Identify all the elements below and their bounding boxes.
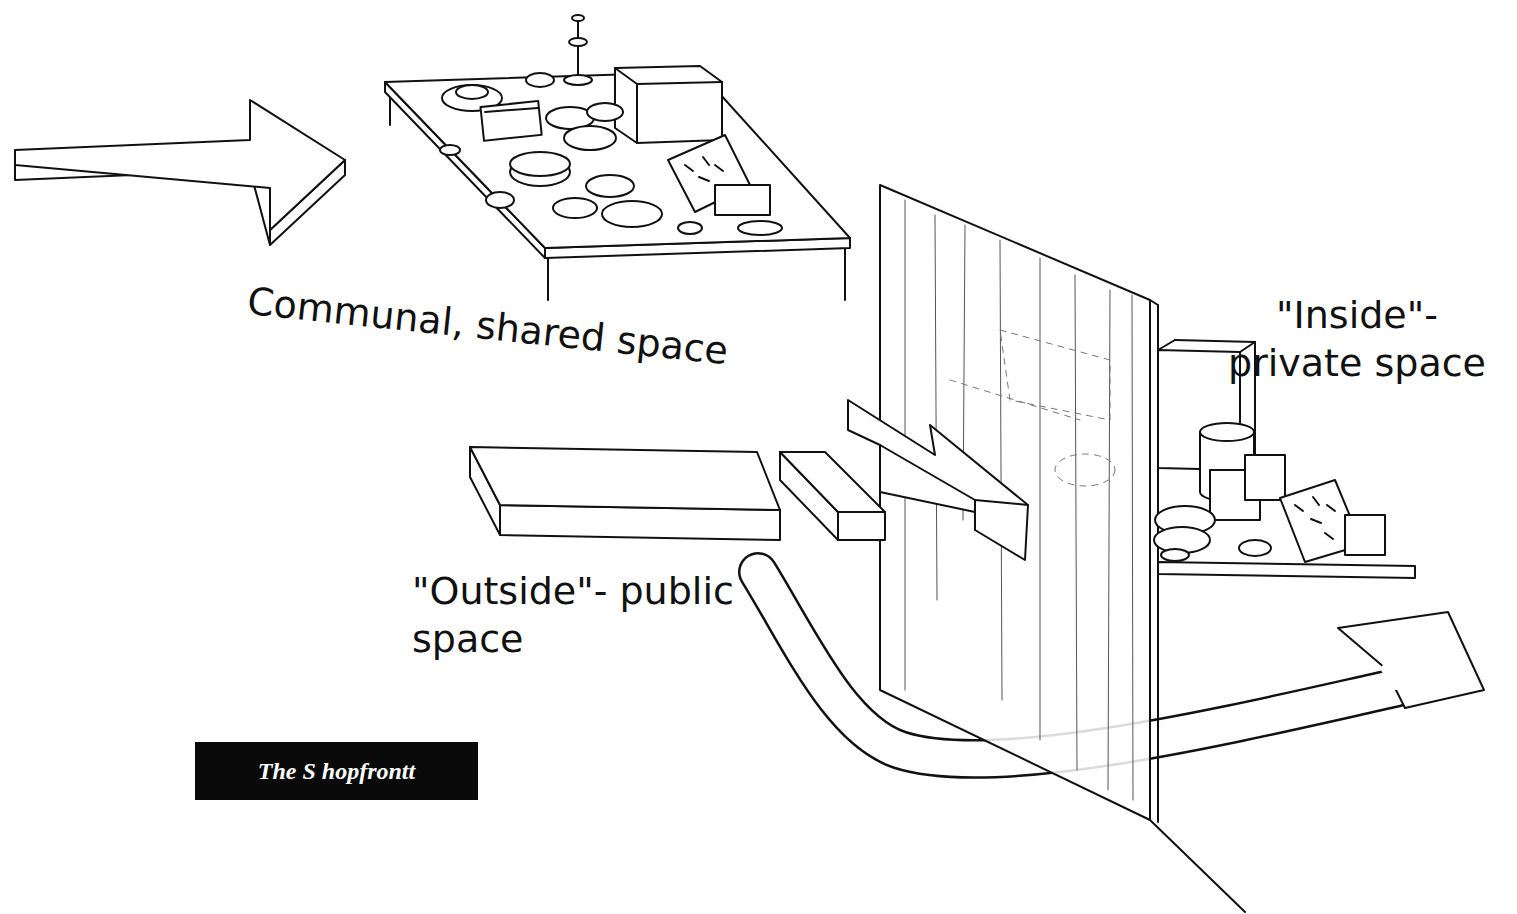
shopfront-wall xyxy=(880,185,1245,912)
caption-box: The S hopfrontt xyxy=(195,742,478,800)
caption-text: The S hopfrontt xyxy=(258,758,415,785)
communal-table xyxy=(385,15,850,300)
region-label: "Outside"- public space xyxy=(412,568,752,663)
label-text: "Inside"- private space xyxy=(1228,293,1486,385)
region-label: Communal, shared space xyxy=(245,278,730,376)
label-text: "Outside"- public space xyxy=(412,569,734,661)
threshold-blocks xyxy=(470,400,1028,560)
region-label: "Inside"- private space xyxy=(1212,292,1502,387)
entry-arrow xyxy=(15,100,345,245)
label-text: Communal, shared space xyxy=(245,279,730,373)
